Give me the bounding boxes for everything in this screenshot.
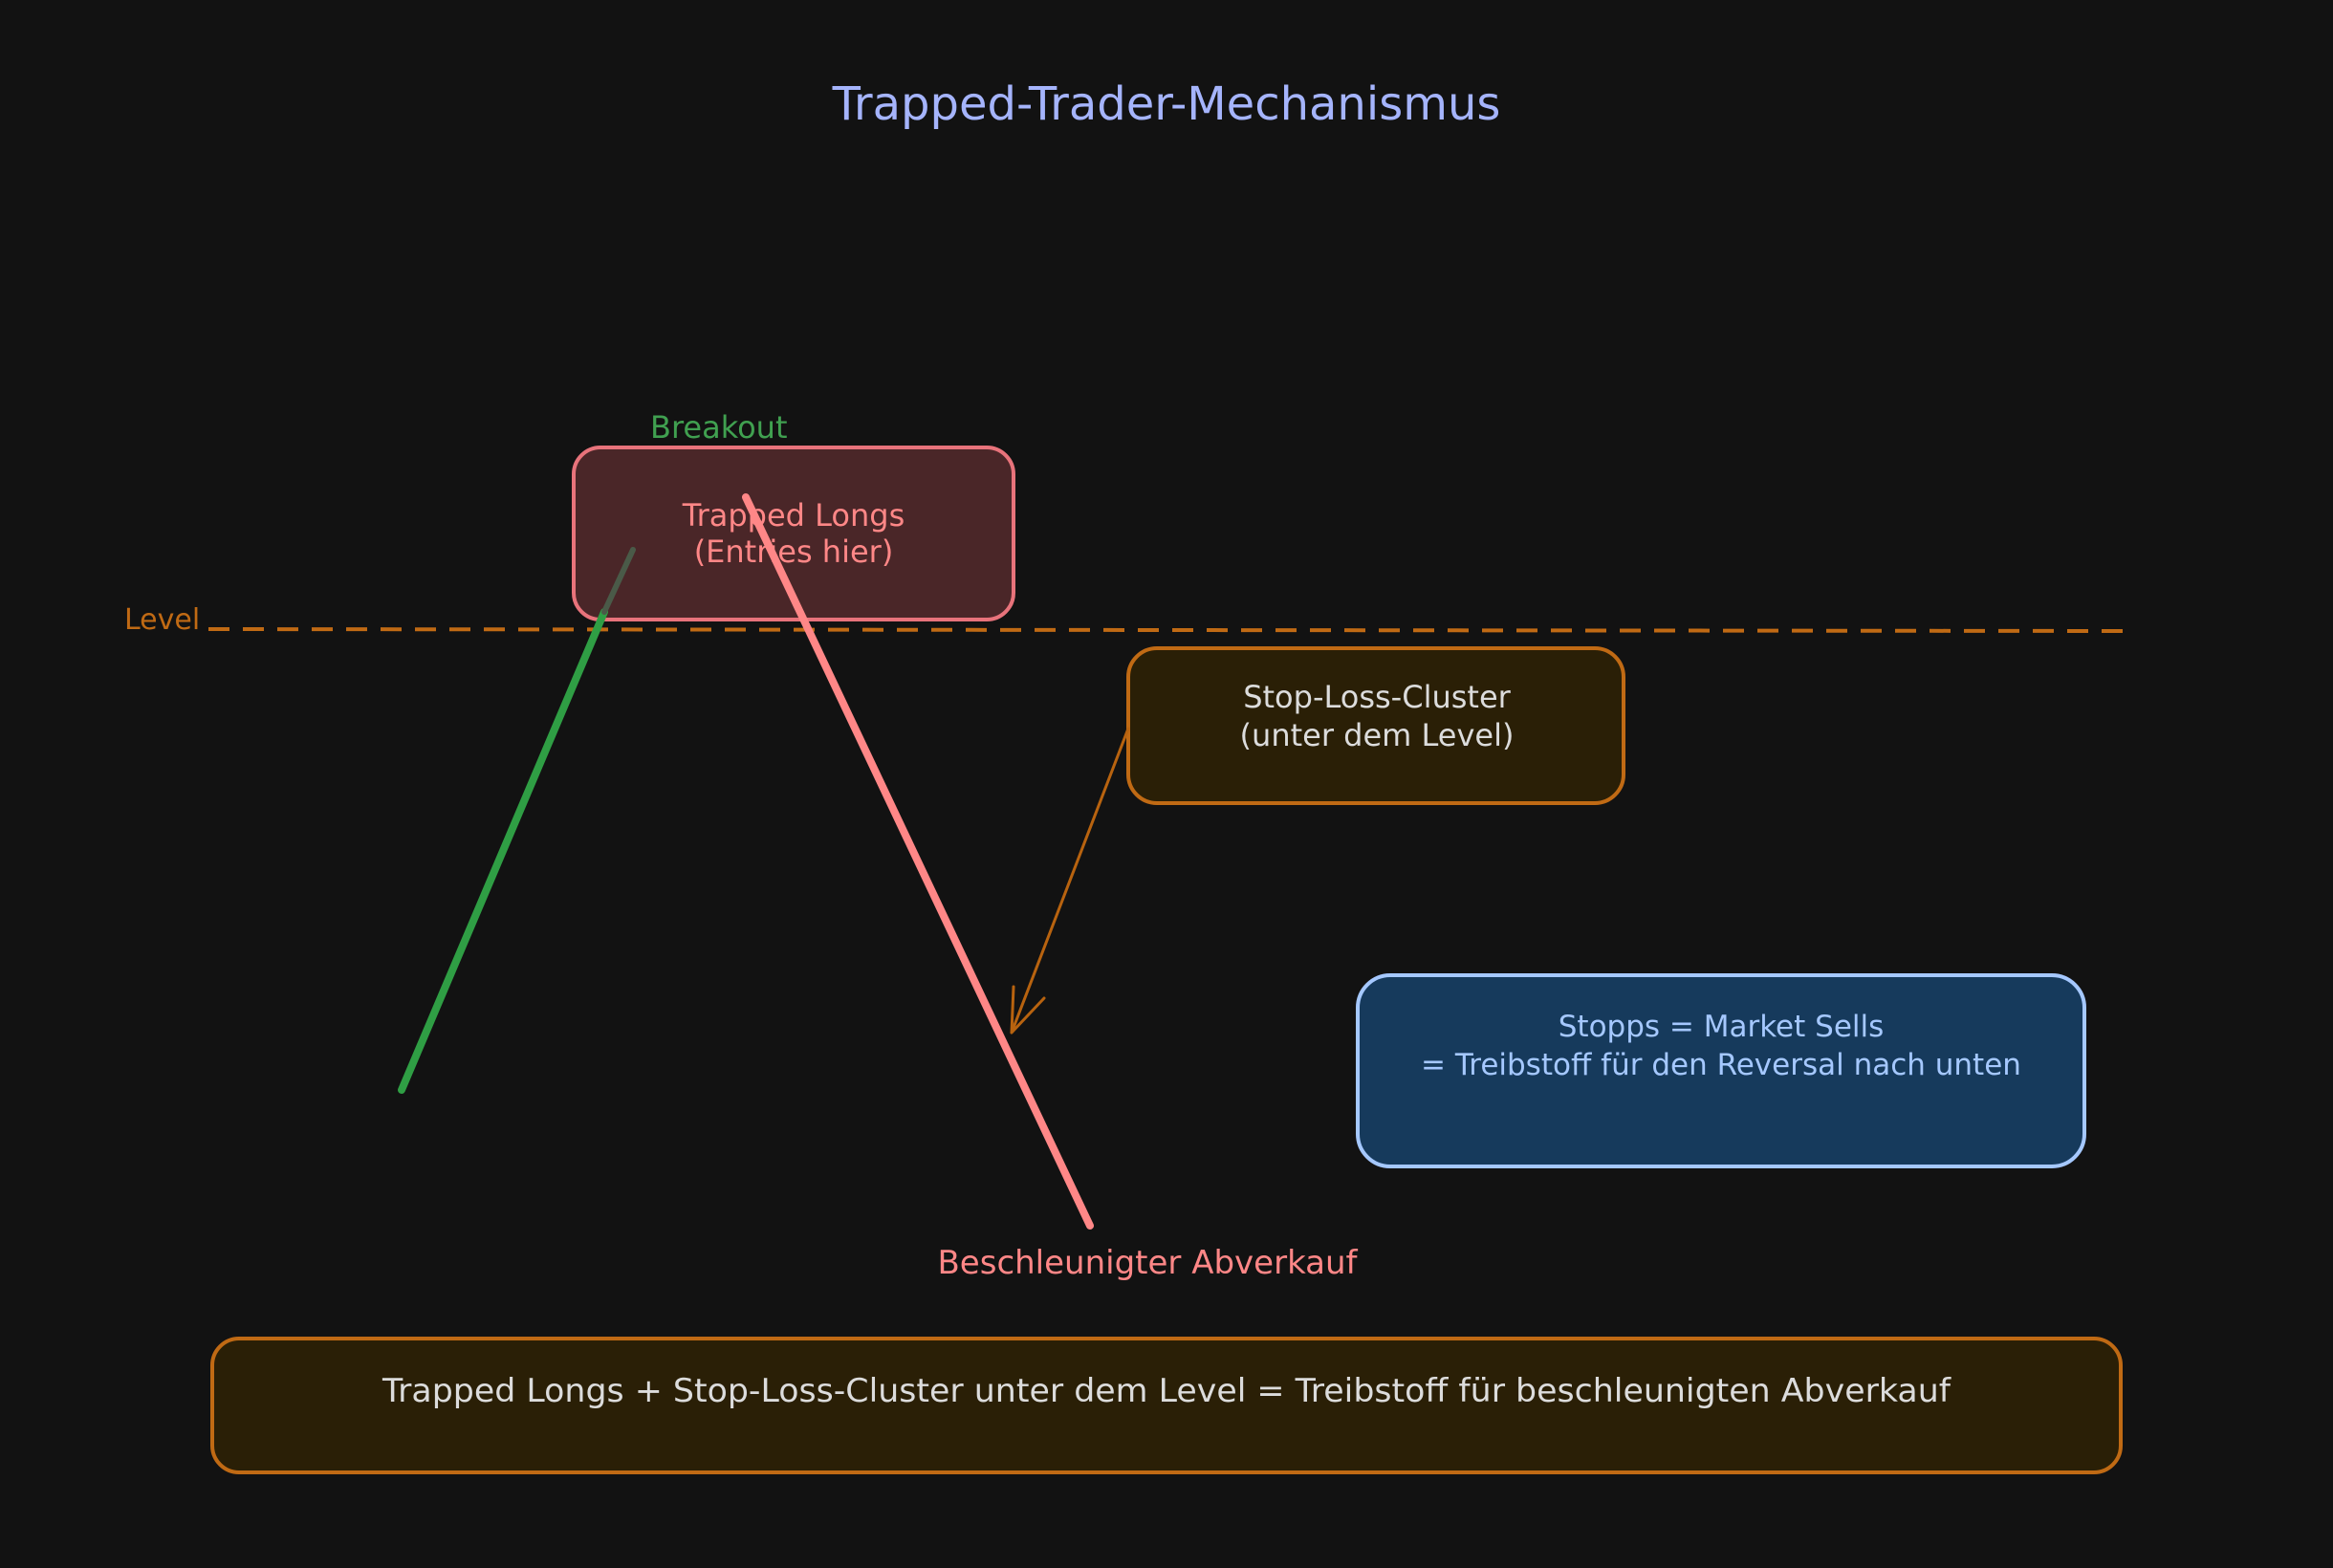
stop-loss-arrow-shaft <box>1010 727 1130 1034</box>
trapped-longs-box <box>572 446 1015 621</box>
stops-market-sells-line1: Stopps = Market Sells <box>1559 1010 1885 1044</box>
breakout-up-move-tail <box>601 547 636 615</box>
trapped-longs-line2: (Entries hier) <box>694 534 894 570</box>
level-label: Level <box>124 603 200 637</box>
stop-loss-cluster-line2: (unter dem Level) <box>1240 717 1515 753</box>
summary-text: Trapped Longs + Stop-Loss-Cluster unter … <box>382 1372 1951 1410</box>
level-line <box>207 627 2124 633</box>
stops-market-sells-line2: = Treibstoff für den Reversal nach unten <box>1421 1048 2021 1082</box>
diagram-title: Trapped-Trader-Mechanismus <box>832 77 1501 131</box>
sell-off-down-move-line <box>742 493 1094 1230</box>
summary-box <box>210 1337 2123 1474</box>
stop-loss-cluster-box <box>1126 646 1625 805</box>
breakout-up-move-line <box>398 608 608 1094</box>
stop-loss-arrow-head <box>1010 985 1046 1034</box>
sell-off-label: Beschleunigter Abverkauf <box>937 1244 1358 1282</box>
stops-market-sells-box <box>1356 973 2086 1168</box>
trapped-longs-line1: Trapped Longs <box>682 497 905 534</box>
stop-loss-cluster-line1: Stop-Loss-Cluster <box>1243 679 1511 715</box>
breakout-label: Breakout <box>650 409 788 446</box>
